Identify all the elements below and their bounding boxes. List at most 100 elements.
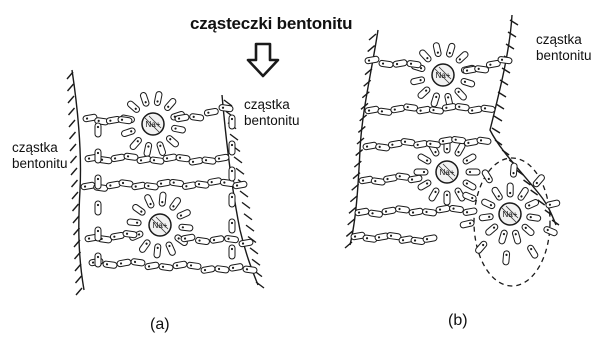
left-particle-wall-a xyxy=(67,70,84,295)
water-molecule xyxy=(355,208,370,216)
water-molecule xyxy=(454,87,468,101)
water-molecule xyxy=(517,186,530,201)
water-molecule xyxy=(524,199,539,210)
water-molecule xyxy=(491,186,504,201)
water-molecule xyxy=(110,232,125,240)
label-line: cząstka xyxy=(244,97,300,113)
water-molecule xyxy=(127,219,142,226)
water-molecule xyxy=(195,181,210,189)
left-particle-label-a: cząstka bentonitu xyxy=(12,140,68,171)
svg-text:Na+: Na+ xyxy=(146,120,161,129)
label-line: bentonitu xyxy=(536,48,592,64)
water-molecule xyxy=(436,205,451,213)
water-molecule xyxy=(507,183,513,197)
water-molecule xyxy=(526,214,541,222)
water-molecule xyxy=(479,213,494,221)
water-molecule xyxy=(117,259,132,267)
sodium-ion: Na+ xyxy=(142,113,164,135)
svg-text:Na+: Na+ xyxy=(503,210,518,219)
water-molecule xyxy=(510,163,517,177)
water-molecule xyxy=(422,208,437,216)
water-molecule xyxy=(545,200,560,209)
water-molecule xyxy=(119,179,134,187)
water-molecule xyxy=(204,108,219,116)
water-molecule xyxy=(165,134,179,148)
water-molecule xyxy=(138,239,151,254)
water-molecule xyxy=(144,182,159,190)
water-molecule xyxy=(81,182,96,190)
panel-caption-b: (b) xyxy=(448,312,468,330)
water-molecule xyxy=(229,141,235,155)
water-molecule xyxy=(375,143,390,151)
label-line: cząstka xyxy=(12,140,68,156)
water-molecule xyxy=(189,157,204,165)
water-molecule xyxy=(477,137,492,145)
water-molecule xyxy=(521,223,535,237)
water-molecule xyxy=(171,125,186,134)
water-molecule xyxy=(527,244,539,259)
water-molecule xyxy=(182,182,197,190)
water-molecule xyxy=(414,169,428,175)
water-molecule xyxy=(229,193,235,207)
water-molecule xyxy=(157,179,172,187)
water-molecule xyxy=(95,253,101,267)
water-molecule xyxy=(154,244,161,259)
water-molecule xyxy=(446,43,456,58)
water-molecule xyxy=(95,149,101,163)
water-molecule xyxy=(224,235,239,243)
water-molecule xyxy=(229,115,235,129)
water-molecule xyxy=(169,196,182,211)
arrow-down-icon xyxy=(248,44,278,76)
water-molecule-layer xyxy=(81,42,561,274)
water-molecule xyxy=(417,153,432,165)
water-molecule xyxy=(95,227,101,241)
water-molecule xyxy=(503,251,510,265)
water-molecule xyxy=(140,92,150,107)
water-molecule xyxy=(449,205,464,213)
water-molecule xyxy=(210,235,225,243)
water-molecule xyxy=(233,181,248,189)
label-line: bentonitu xyxy=(12,156,68,172)
water-molecule xyxy=(137,156,152,164)
water-molecule xyxy=(464,138,479,146)
water-molecule xyxy=(365,106,380,114)
water-molecule xyxy=(215,265,230,273)
water-molecule xyxy=(126,100,140,114)
water-molecule xyxy=(442,103,457,111)
water-molecule xyxy=(123,230,138,238)
sodium-ion: Na+ xyxy=(499,203,521,225)
water-molecule xyxy=(131,258,146,266)
water-molecule xyxy=(187,262,202,270)
water-molecule xyxy=(433,42,442,57)
water-molecule xyxy=(144,194,155,209)
water-molecule xyxy=(179,224,194,231)
water-molecule xyxy=(417,86,431,100)
water-molecule xyxy=(460,78,475,88)
water-molecule xyxy=(118,116,133,124)
water-molecule xyxy=(169,179,184,187)
water-molecule xyxy=(95,123,101,137)
water-molecule xyxy=(481,198,496,209)
water-molecule xyxy=(388,140,403,148)
svg-text:Na+: Na+ xyxy=(436,71,451,80)
label-line: cząstka xyxy=(536,32,592,48)
water-molecule xyxy=(195,237,210,245)
water-molecule xyxy=(144,142,153,157)
water-molecule xyxy=(439,136,454,144)
sodium-ion: Na+ xyxy=(149,214,171,236)
svg-text:Na+: Na+ xyxy=(153,221,168,230)
water-molecule xyxy=(219,104,234,112)
right-particle-label-a: cząstka bentonitu xyxy=(244,97,300,128)
water-molecule xyxy=(207,177,222,185)
water-molecule xyxy=(378,108,393,116)
water-molecule xyxy=(466,169,480,175)
water-molecule xyxy=(159,192,166,207)
water-molecule xyxy=(474,240,488,255)
water-molecule xyxy=(430,92,440,107)
water-molecule xyxy=(429,107,444,115)
water-molecule xyxy=(455,103,470,111)
water-molecule xyxy=(95,201,101,215)
water-molecule xyxy=(451,136,466,144)
water-molecule xyxy=(124,153,139,161)
water-molecule xyxy=(365,56,380,64)
